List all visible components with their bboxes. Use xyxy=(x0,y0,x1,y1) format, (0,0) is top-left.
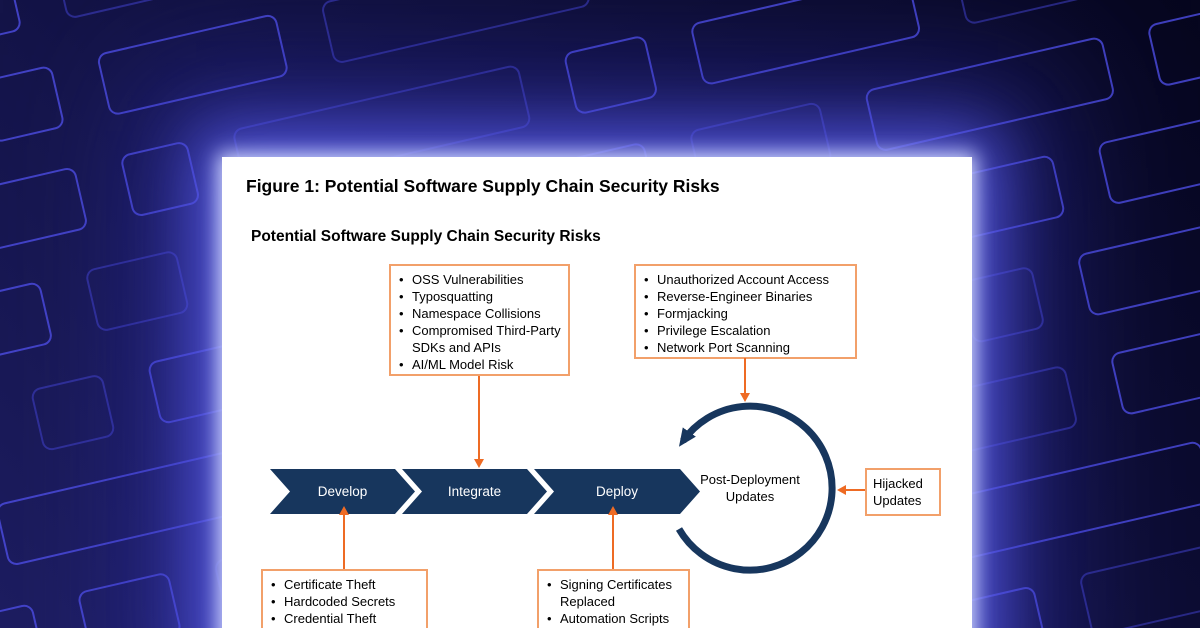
background-pattern-rect xyxy=(1096,115,1200,206)
risk-item: Hardcoded Secrets xyxy=(271,593,421,610)
background-pattern-rect xyxy=(1109,294,1200,417)
callout-hijacked-updates: Hijacked Updates xyxy=(865,468,941,516)
callout-integrate-risks: OSS VulnerabilitiesTyposquattingNamespac… xyxy=(389,264,570,376)
hijacked-updates-label: Hijacked Updates xyxy=(873,476,923,508)
callout-post-deployment-risks: Unauthorized Account AccessReverse-Engin… xyxy=(634,264,857,359)
risk-item: Namespace Collisions xyxy=(399,305,563,322)
connector-integrate-arrow-icon xyxy=(474,459,484,468)
background-pattern-rect xyxy=(29,373,117,453)
risk-list: Certificate TheftHardcoded SecretsCreden… xyxy=(263,571,426,628)
background-pattern-rect xyxy=(1146,0,1200,88)
connector-hijacked-arrow-icon xyxy=(837,485,846,495)
risk-item: Reverse-Engineer Binaries xyxy=(644,288,850,305)
background-pattern-rect xyxy=(76,571,183,628)
connector-deploy-line xyxy=(612,515,614,569)
risk-item: Typosquatting xyxy=(399,288,563,305)
risk-list: Unauthorized Account AccessReverse-Engin… xyxy=(636,266,855,361)
stage-label: Deploy xyxy=(595,484,639,499)
diagram-title: Potential Software Supply Chain Security… xyxy=(251,228,601,245)
connector-hijacked-line xyxy=(846,489,865,491)
callout-deploy-risks: Signing Certificates ReplacedAutomation … xyxy=(537,569,690,628)
background-pattern-rect xyxy=(689,0,923,87)
connector-integrate-line xyxy=(478,376,480,460)
figure-card: Figure 1: Potential Software Supply Chai… xyxy=(222,157,972,628)
risk-item: OSS Vulnerabilities xyxy=(399,271,563,288)
connector-deploy-arrow-icon xyxy=(608,506,618,515)
background-pattern-rect xyxy=(959,265,1046,345)
figure-title: Figure 1: Potential Software Supply Chai… xyxy=(246,176,720,196)
background-pattern-rect xyxy=(863,35,1116,153)
risk-item: Credential Theft xyxy=(271,610,421,627)
risk-item: Certificate Theft xyxy=(271,576,421,593)
stage-label: Integrate xyxy=(447,484,502,499)
stage-label: Develop xyxy=(317,484,368,499)
risk-item: Automation Scripts xyxy=(547,610,683,627)
background-pattern-rect xyxy=(119,140,201,218)
risk-item: Formjacking xyxy=(644,305,850,322)
background-pattern-rect xyxy=(0,165,89,257)
risk-item: Network Port Scanning xyxy=(644,339,850,356)
connector-postdeploy-arrow-icon xyxy=(740,393,750,402)
background-pattern-rect xyxy=(53,0,208,20)
background-pattern-rect xyxy=(0,0,23,50)
callout-develop-risks: Certificate TheftHardcoded SecretsCreden… xyxy=(261,569,428,628)
loop-label: Post-Deployment Updates xyxy=(700,472,800,504)
background-pattern-rect xyxy=(0,64,66,144)
background-pattern-rect xyxy=(952,0,1117,26)
background-pattern-rect xyxy=(0,602,47,628)
stage-chevron-integrate: Integrate xyxy=(402,469,547,514)
risk-list: OSS VulnerabilitiesTyposquattingNamespac… xyxy=(391,266,568,378)
background-pattern-rect xyxy=(95,12,290,117)
risk-list: Signing Certificates ReplacedAutomation … xyxy=(539,571,688,628)
background-pattern-rect xyxy=(0,280,54,403)
risk-item: Signing Certificates Replaced xyxy=(547,576,683,610)
background-pattern-rect xyxy=(1078,533,1200,628)
background-pattern-rect xyxy=(1160,618,1200,628)
background-pattern-rect xyxy=(84,249,191,333)
risk-item: Unauthorized Account Access xyxy=(644,271,850,288)
background-pattern-rect xyxy=(562,34,659,116)
connector-develop-arrow-icon xyxy=(339,506,349,515)
risk-item: Privilege Escalation xyxy=(644,322,850,339)
risk-item: AI/ML Model Risk xyxy=(399,356,563,373)
risk-item: Compromised Third-Party SDKs and APIs xyxy=(399,322,563,356)
connector-postdeploy-line xyxy=(744,358,746,394)
connector-develop-line xyxy=(343,515,345,569)
